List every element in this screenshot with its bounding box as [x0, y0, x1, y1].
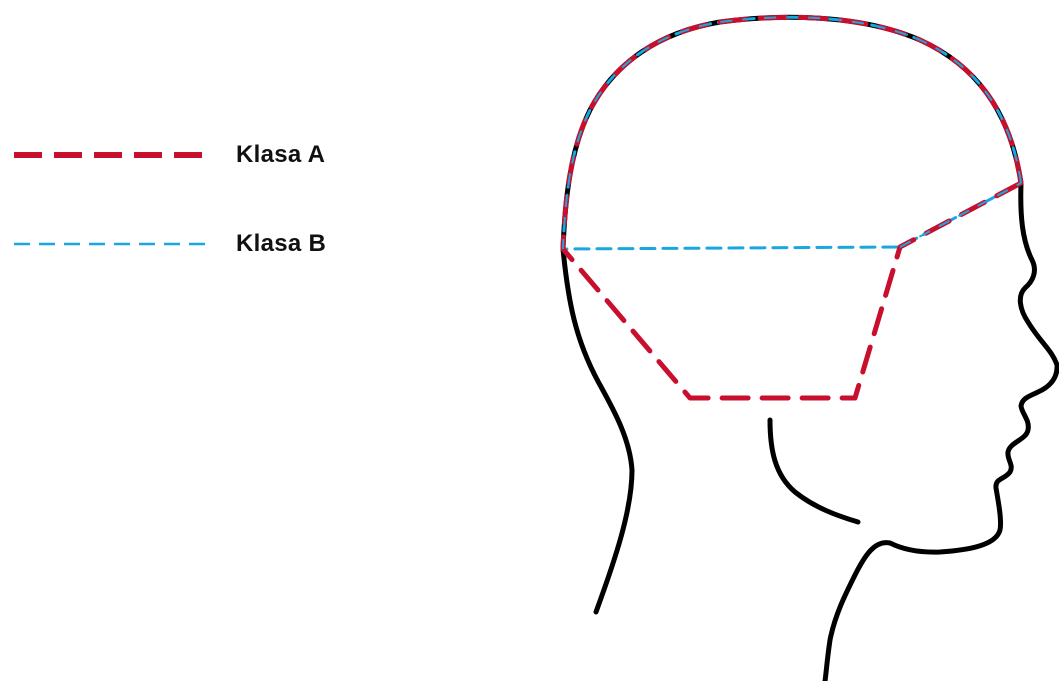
klasa-b-outline [561, 15, 1023, 251]
klasa-b-face-overlay [899, 182, 1022, 248]
klasa-a-region [560, 14, 1024, 401]
face-profile-outline [822, 180, 1059, 681]
legend-item-klasa-a: Klasa A [12, 140, 325, 170]
jaw-line-outline [767, 417, 861, 525]
legend: Klasa A Klasa B [0, 0, 420, 300]
legend-swatch-klasa-b [14, 242, 206, 246]
legend-item-klasa-b: Klasa B [12, 229, 326, 259]
klasa-b-dome-overlay [562, 16, 1022, 250]
klasa-b-region [561, 15, 1023, 251]
legend-swatch-klasa-a [14, 152, 206, 158]
klasa-a-outline [560, 14, 1024, 401]
head-silhouette [560, 14, 1059, 681]
back-of-head-outline [560, 14, 1024, 615]
legend-label-klasa-b: Klasa B [236, 230, 327, 257]
legend-label-klasa-a: Klasa A [236, 141, 326, 168]
